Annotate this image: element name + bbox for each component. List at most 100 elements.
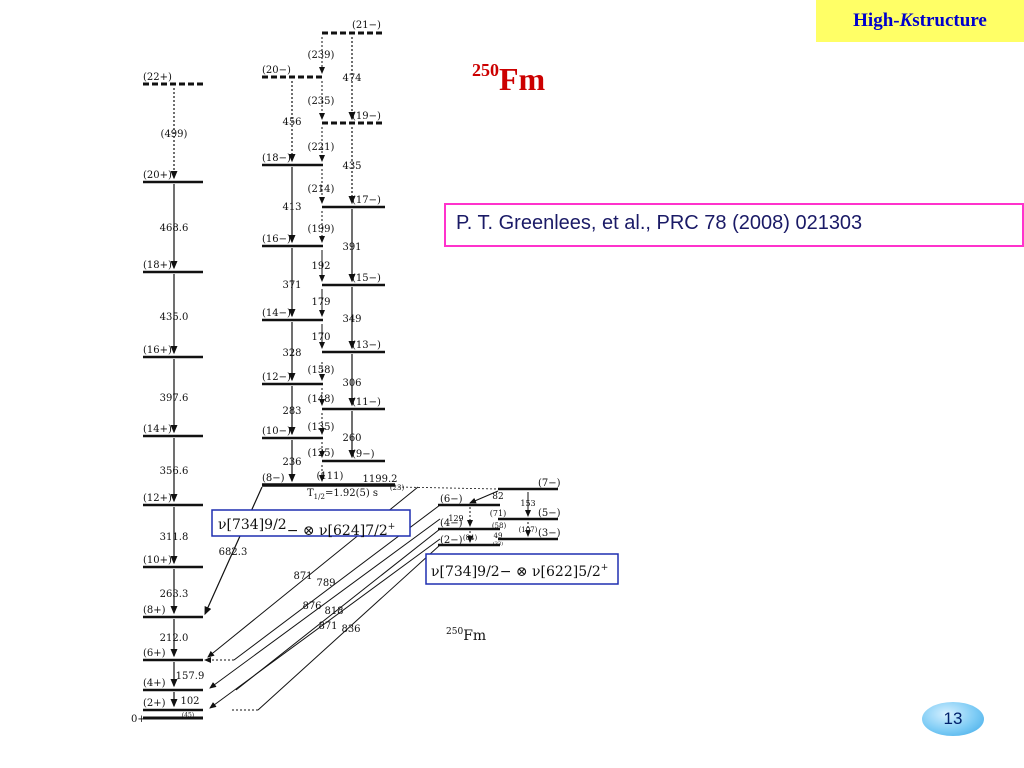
halflife-t: T [307,488,314,499]
egamma-m1-235: (235) [308,96,335,107]
label-gsb-2: (2+) [143,698,166,709]
label-gsb-4: (4+) [143,678,166,689]
egamma-inter-818: 818 [324,606,343,617]
nucleus-symbol: Fm [463,628,486,644]
egamma-m1-179: 179 [311,297,330,308]
label-b8-16: (16−) [262,234,291,245]
egamma-gsb-435: 435.0 [160,312,189,323]
label-gsb-18: (18+) [143,260,172,271]
label-b2-5: (5−) [538,508,561,519]
label-b8-20: (20−) [262,65,291,76]
isomer-energy: 1199.2 [363,474,398,485]
egamma-m1-158: (158) [308,365,335,376]
label-b9-11: (11−) [352,397,381,408]
label-gsb-12: (12+) [143,493,172,504]
egamma-b2-71: (71) [490,509,506,518]
egamma-gsb-102: 102 [180,696,199,707]
egamma-b9-391: 391 [342,242,361,253]
egamma-gsb-45: (45) [182,712,194,719]
halflife-sub: 1/2 [314,493,325,501]
label-b8-12: (12−) [262,372,291,383]
label-b2-3: (3−) [538,528,561,539]
gamma-b2-82 [469,490,499,504]
nucleus-label: 250Fm [446,627,486,644]
egamma-inter-836: 836 [341,624,360,635]
gamma-b2-23 [397,486,499,490]
label-b9-19: (19−) [352,111,381,122]
gamma-inter-876 [209,518,441,689]
gamma-inter-818-line [235,528,441,691]
config-upper-c: + [388,522,396,532]
label-gsb-14: (14+) [143,424,172,435]
egamma-gsb-212: 212.0 [160,633,189,644]
config-upper-a: ν[734]9/2 [218,517,287,533]
k8-band [262,75,395,487]
label-b9-9: (9−) [352,449,375,460]
egamma-b2-153: 153 [520,499,535,508]
egamma-b9-474: 474 [342,73,361,84]
egamma-b2-49: 49 [494,532,503,540]
egamma-b8-283: 283 [282,406,301,417]
config-lower-c: + [601,563,609,573]
label-gsb-10: (10+) [143,555,172,566]
title-mass: 250 [472,60,499,80]
k2-band [397,486,558,547]
k9-band [319,31,385,482]
egamma-b9-349: 349 [342,314,361,325]
label-gsb-20: (20+) [143,170,172,181]
label-gsb-16: (16+) [143,345,172,356]
egamma-b9-260: 260 [342,433,361,444]
ground-state-band [143,82,203,720]
page-number-text: 13 [943,709,963,728]
label-b2-7: (7−) [538,478,561,489]
egamma-gsb-468: 468.6 [160,223,189,234]
label-b8-14: (14−) [262,308,291,319]
label-b9-21: (21−) [352,20,381,31]
label-gsb-6: (6+) [143,648,166,659]
egamma-gsb-499: (499) [161,129,188,140]
badge-pre: High- [853,10,900,31]
label-b8-10: (10−) [262,426,291,437]
egamma-b2-82: 82 [492,492,503,502]
egamma-b8-236: 236 [282,457,301,468]
egamma-b8-328: 328 [282,348,301,359]
egamma-inter-789: 789 [316,578,335,589]
config-lower-b: − ⊗ ν[622]5/2 [500,564,601,580]
egamma-m1-199: (199) [308,224,335,235]
label-b2-2: (2−) [440,535,463,546]
egamma-b2-107: (107) [519,526,538,534]
reference-box: P. T. Greenlees, et al., PRC 78 (2008) 0… [444,203,1024,247]
title-symbol: Fm [499,61,546,97]
egamma-b9-435: 435 [342,161,361,172]
egamma-m1-214: (214) [308,184,335,195]
egamma-m1-221: (221) [308,142,335,153]
egamma-m1-170: 170 [311,332,330,343]
config-upper: ν[734]9/2− ⊗ ν[624]7/2+ [218,517,395,539]
config-lower-a: ν[734]9/2 [431,564,500,580]
egamma-m1-111: (111) [317,471,344,482]
egamma-b9-306: 306 [342,378,361,389]
gamma-inter-836-line [257,544,441,711]
egamma-b8-413: 413 [282,202,301,213]
gamma-inter-871b [209,538,441,709]
nucleus-mass: 250 [446,627,463,637]
label-b9-13: (13−) [352,340,381,351]
egamma-b2-33: (33) [493,540,503,547]
label-b2-6: (6−) [440,494,463,505]
halflife-value: =1.92(5) s [325,488,378,499]
badge-k: K [899,10,913,31]
page-number: 13 [922,702,984,736]
egamma-b2-129: 129 [448,514,463,523]
label-b9-15: (15−) [352,273,381,284]
egamma-b2-23: (23) [390,484,405,492]
config-box-lower [425,553,619,585]
egamma-m1-125: (125) [308,448,335,459]
label-b8-18: (18−) [262,153,291,164]
egamma-inter-876: 876 [302,601,321,612]
config-upper-b: − ⊗ ν[624]7/2 [287,523,388,539]
egamma-m1-148: (148) [308,394,335,405]
egamma-inter-871b: 871 [318,621,337,632]
egamma-gsb-157: 157.9 [176,671,205,682]
egamma-gsb-263: 263.3 [160,589,189,600]
